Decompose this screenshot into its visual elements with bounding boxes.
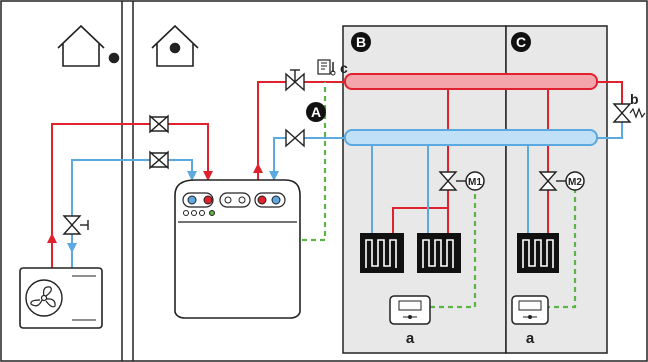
marker-c: C <box>511 32 531 52</box>
thermostat-label-right: a <box>526 330 535 347</box>
supply-header <box>344 73 598 90</box>
mixing-valve-marker: A <box>311 104 321 120</box>
zone-c-marker: C <box>516 34 526 50</box>
motor-1-label: M1 <box>468 177 482 188</box>
zone-b-marker: B <box>356 34 366 50</box>
spring-icon <box>629 107 646 119</box>
thermostat-label-left: a <box>406 330 415 347</box>
sensor-label-c: c <box>340 60 348 76</box>
underfloor-heating-icon <box>360 233 404 273</box>
thermostat-icon <box>511 295 549 325</box>
marker-a: A <box>306 102 326 122</box>
indoor-unit-ports <box>183 195 281 216</box>
motor-m1: M1 <box>465 171 485 191</box>
return-pipes <box>71 122 623 268</box>
marker-b: B <box>351 32 371 52</box>
underfloor-heating-icon <box>517 233 559 273</box>
thermostat-icon <box>389 295 431 325</box>
outdoor-unit <box>19 267 103 329</box>
return-header <box>344 129 598 146</box>
motor-m2: M2 <box>565 171 585 191</box>
underfloor-heating-icon <box>417 233 461 273</box>
fan-icon <box>30 286 56 308</box>
wall-divider <box>121 1 134 361</box>
valve-icon <box>62 69 632 235</box>
house-icon <box>57 24 120 67</box>
bypass-label-b: b <box>630 91 639 107</box>
house-icon <box>151 24 199 67</box>
flow-arrows <box>47 163 279 253</box>
temperature-sensor-icon <box>317 59 336 76</box>
motor-2-label: M2 <box>568 177 582 188</box>
